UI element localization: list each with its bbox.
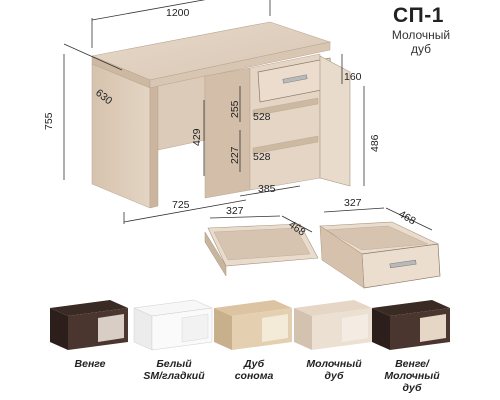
variant-label-1: Венге [74, 358, 106, 370]
lower-shelf [252, 135, 319, 155]
open-door [319, 55, 351, 187]
variant-thumb-4 [294, 300, 372, 350]
drawer-detail-left-inner [213, 227, 311, 261]
variant-label-2: Белый SM/гладкий [143, 358, 205, 382]
dim-drawer-width-left: 327 [226, 205, 244, 217]
dim-shelf-depth-lower: 528 [253, 151, 271, 163]
left-leg-side [91, 63, 151, 209]
dim-drawer-width-right: 327 [344, 197, 362, 209]
variant-thumb-3 [214, 300, 292, 350]
color-subtitle: Молочный дуб [376, 28, 466, 56]
dim-height: 755 [43, 112, 55, 130]
variant-thumb-5 [372, 300, 450, 350]
variant-label-3: Дуб сонома [234, 358, 274, 382]
dim-leg-gap: 429 [191, 128, 203, 146]
dim-shelf-gap-lower: 227 [229, 146, 241, 164]
color-line-1: Молочный [391, 28, 451, 42]
dim-width: 1200 [166, 7, 190, 19]
dim-shelf-gap-upper: 255 [229, 100, 241, 118]
drawer-handle [282, 74, 308, 84]
drawer-detail-handle [389, 259, 417, 269]
dim-shelf-depth-upper: 528 [253, 111, 271, 123]
model-title: СП-1 [393, 4, 444, 27]
variant-label-4: Молочный дуб [306, 358, 362, 382]
dim-knee-width: 725 [172, 199, 190, 211]
upper-shelf [252, 97, 319, 117]
variant-thumb-2 [133, 299, 213, 351]
dim-cabinet-width: 385 [258, 183, 276, 195]
desk-top-front [149, 41, 331, 89]
dim-door-height: 486 [369, 134, 381, 152]
variant-label-5: Венге/ Молочный дуб [384, 358, 440, 394]
drawer-detail-right-side [319, 225, 365, 289]
dim-drawer-depth-right: 468 [397, 208, 418, 227]
dim-drawer-height: 160 [344, 71, 362, 83]
cabinet-side [204, 67, 251, 199]
variant-thumb-1 [50, 300, 128, 350]
left-leg-front [149, 85, 159, 209]
drawer-detail-right-inner [325, 225, 429, 251]
drawer-detail-left-front [204, 231, 227, 277]
color-line-2: дуб [410, 42, 431, 56]
